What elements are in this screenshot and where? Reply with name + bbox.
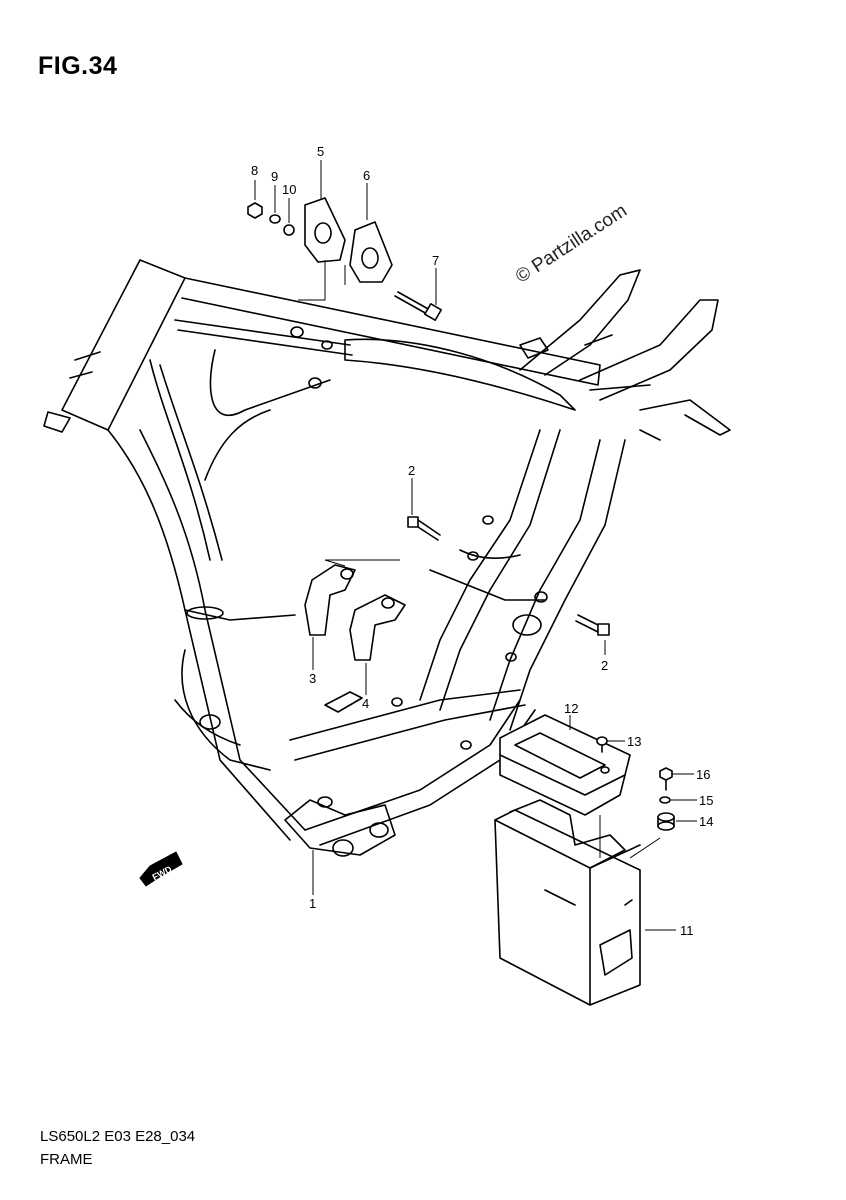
callout-15: 15 xyxy=(699,793,713,808)
pivot-hole xyxy=(534,591,548,603)
part-16-bolt xyxy=(659,767,673,791)
lower-cross xyxy=(184,609,296,621)
backbone-tube xyxy=(344,338,576,411)
callout-14: 14 xyxy=(699,814,713,829)
pivot-left xyxy=(332,839,354,857)
part-6-bracket xyxy=(349,221,393,283)
steering-head xyxy=(61,259,186,431)
part-14-cushion xyxy=(657,812,675,831)
motorcycle-frame xyxy=(43,259,731,857)
lower-rail-2 xyxy=(294,704,526,761)
down-tube-front-inner xyxy=(139,429,306,831)
brace-upper-2 xyxy=(177,329,353,356)
part-11-battery-box xyxy=(494,799,641,1006)
rear-down-tube-2 xyxy=(439,429,561,711)
callout-2-upper: 2 xyxy=(408,463,415,478)
seat-rail-right xyxy=(579,299,719,401)
callout-2-lower: 2 xyxy=(601,658,608,673)
part-10-washer xyxy=(283,224,295,236)
callout-7: 7 xyxy=(432,253,439,268)
callout-11: 11 xyxy=(680,923,694,938)
callout-9: 9 xyxy=(271,169,278,184)
callout-4: 4 xyxy=(362,696,369,711)
callout-1: 1 xyxy=(309,896,316,911)
pivot-top xyxy=(317,796,333,808)
cradle-curve-2 xyxy=(204,409,271,481)
head-lugs xyxy=(43,351,101,433)
bottom-pivot xyxy=(284,799,396,856)
rear-lower-rail xyxy=(304,699,521,831)
callout-10: 10 xyxy=(282,182,296,197)
diagram-name: FRAME xyxy=(40,1151,93,1168)
lower-cross-lug xyxy=(186,606,224,620)
cradle-curve xyxy=(209,349,331,417)
callout-12: 12 xyxy=(564,701,578,716)
callout-16: 16 xyxy=(696,767,710,782)
forward-arrow-icon: FWD xyxy=(139,851,183,887)
part-7-bolt xyxy=(394,291,442,321)
part-8-nut xyxy=(247,202,263,219)
down-tube-front xyxy=(107,429,291,841)
seat-rail-left xyxy=(519,269,641,376)
mid-cross-2 xyxy=(459,549,521,560)
callout-13: 13 xyxy=(627,734,641,749)
rear-down-tube-3 xyxy=(489,439,601,721)
rear-down-tube xyxy=(419,429,541,701)
part-12-cover xyxy=(499,714,631,816)
down-tube-center-2 xyxy=(159,364,223,561)
callout-numbers: 8 9 10 5 6 7 2 2 3 4 1 12 13 16 15 14 11 xyxy=(251,144,713,938)
part-4-bracket xyxy=(349,594,406,661)
part-2-bolt-lower xyxy=(575,614,610,636)
callout-5: 5 xyxy=(317,144,324,159)
part-15-washer xyxy=(659,796,671,804)
part-5-bracket xyxy=(304,197,346,263)
pivot-boss xyxy=(512,614,542,636)
front-loop xyxy=(181,649,271,771)
part-9-washer xyxy=(269,214,281,224)
lower-rail xyxy=(289,689,521,741)
rear-axle-stub xyxy=(639,399,731,436)
down-tube-center xyxy=(149,359,211,561)
pivot-right xyxy=(369,822,389,838)
part-3-bracket xyxy=(304,564,356,636)
part-4-plate xyxy=(324,691,363,713)
brace-upper xyxy=(174,319,351,346)
figure-title: FIG.34 xyxy=(38,52,118,80)
callout-8: 8 xyxy=(251,163,258,178)
rear-brackets xyxy=(584,334,661,441)
seat-bracket xyxy=(519,337,549,359)
leader-lines xyxy=(254,160,697,931)
rear-down-tube-4 xyxy=(509,439,626,731)
diagram-code: LS650L2 E03 E28_034 xyxy=(40,1128,196,1145)
part-2-bolt-upper xyxy=(407,516,441,541)
mid-cross xyxy=(429,569,546,601)
callout-6: 6 xyxy=(363,168,370,183)
front-loop-lug xyxy=(199,714,221,730)
callout-3: 3 xyxy=(309,671,316,686)
top-tube xyxy=(181,277,601,386)
